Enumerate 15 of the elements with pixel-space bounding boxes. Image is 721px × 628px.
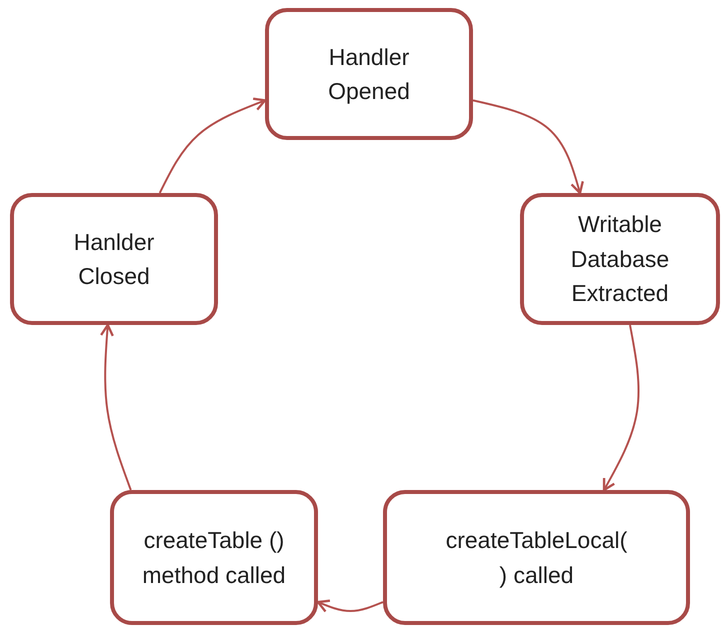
process-box: [110, 490, 318, 625]
process-box: [383, 490, 690, 625]
node-label: createTableLocal( ) called: [444, 526, 628, 590]
arrow: [100, 324, 132, 490]
arrow: [602, 324, 640, 492]
node-label: Handler Opened: [327, 42, 411, 106]
process-box: [520, 193, 720, 325]
node-label: createTable () method called: [141, 526, 287, 590]
node-label: Hanlder Closed: [72, 228, 156, 291]
process-box: [265, 8, 473, 140]
arrow: [316, 600, 384, 613]
process-box: [10, 193, 218, 325]
arrow: [472, 99, 584, 194]
arrow: [158, 98, 266, 194]
node-label: Writable Database Extracted: [570, 210, 670, 308]
